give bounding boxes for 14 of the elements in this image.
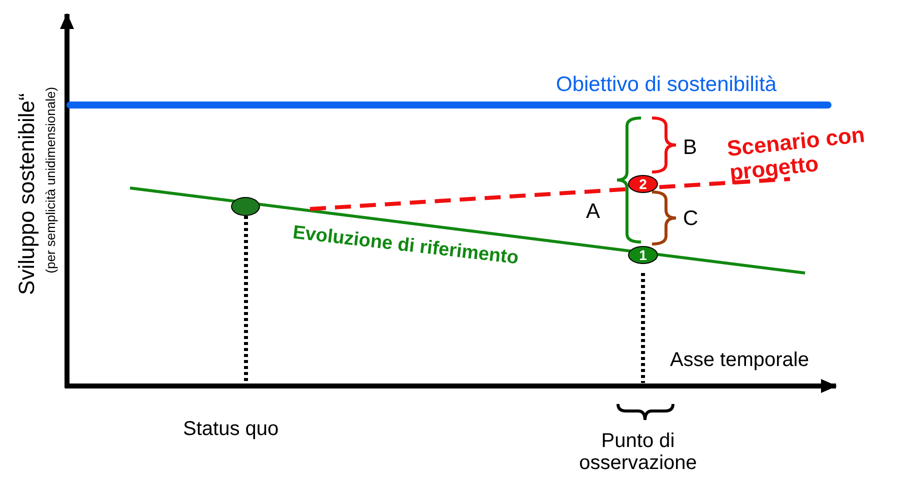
brace-label: A — [586, 200, 600, 224]
axis-title: Asse temporale — [670, 349, 809, 371]
axis-title: Sviluppo sostenibile“ — [14, 93, 39, 295]
brace-label: C — [683, 207, 698, 230]
line-label: Evoluzione di riferimento — [292, 223, 520, 270]
numbered-point: 1 — [628, 246, 658, 264]
ellipse-marker — [231, 197, 260, 216]
axis-subtitle: (per semplicità unidimensionale) — [44, 86, 58, 274]
line-label: Obiettivo di sostenibilità — [556, 73, 777, 96]
numbered-point: 2 — [628, 175, 658, 193]
line-label: Scenario con progetto — [726, 120, 867, 186]
brace-label: B — [683, 136, 698, 160]
tick-label: Status quo — [183, 418, 279, 440]
tick-label: Punto di osservazione — [578, 430, 698, 474]
